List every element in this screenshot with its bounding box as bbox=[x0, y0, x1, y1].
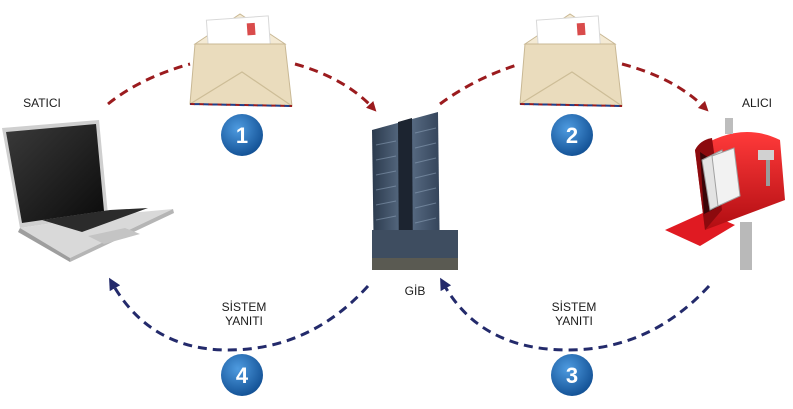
mailbox-icon bbox=[665, 118, 785, 270]
receiver-label: ALICI bbox=[741, 96, 772, 110]
arrow-gib-to-seller-response bbox=[109, 277, 370, 352]
envelope-icon bbox=[189, 13, 293, 107]
arrow-seller-to-gib bbox=[107, 62, 191, 106]
seller-label: SATICI bbox=[23, 96, 61, 110]
arrow-seller-to-gib-tail bbox=[294, 62, 377, 112]
envelope-icon bbox=[519, 13, 623, 107]
letters-in-mailbox bbox=[701, 147, 741, 211]
step-badge-2: 2 bbox=[551, 114, 593, 156]
response-line-2: YANITI bbox=[225, 314, 263, 328]
step-badge-3: 3 bbox=[551, 354, 593, 396]
response-line-1: SİSTEM bbox=[551, 300, 597, 314]
laptop-icon bbox=[2, 120, 174, 262]
arrow-gib-to-receiver-tail bbox=[621, 62, 709, 112]
gib-label: GİB bbox=[404, 284, 426, 298]
svg-text:3: 3 bbox=[566, 363, 578, 388]
response-line-2: YANITI bbox=[555, 314, 593, 328]
svg-text:2: 2 bbox=[566, 123, 578, 148]
response-line-1: SİSTEM bbox=[221, 300, 267, 314]
building-icon bbox=[372, 112, 458, 270]
arrow-receiver-to-gib-response bbox=[440, 277, 711, 352]
system-response-label-right: SİSTEM YANITI bbox=[542, 300, 606, 328]
arrow-gib-to-receiver bbox=[439, 62, 521, 106]
step-badge-1: 1 bbox=[221, 114, 263, 156]
system-response-label-left: SİSTEM YANITI bbox=[212, 300, 276, 328]
step-badge-4: 4 bbox=[221, 354, 263, 396]
svg-text:4: 4 bbox=[236, 363, 249, 388]
svg-text:1: 1 bbox=[236, 123, 248, 148]
